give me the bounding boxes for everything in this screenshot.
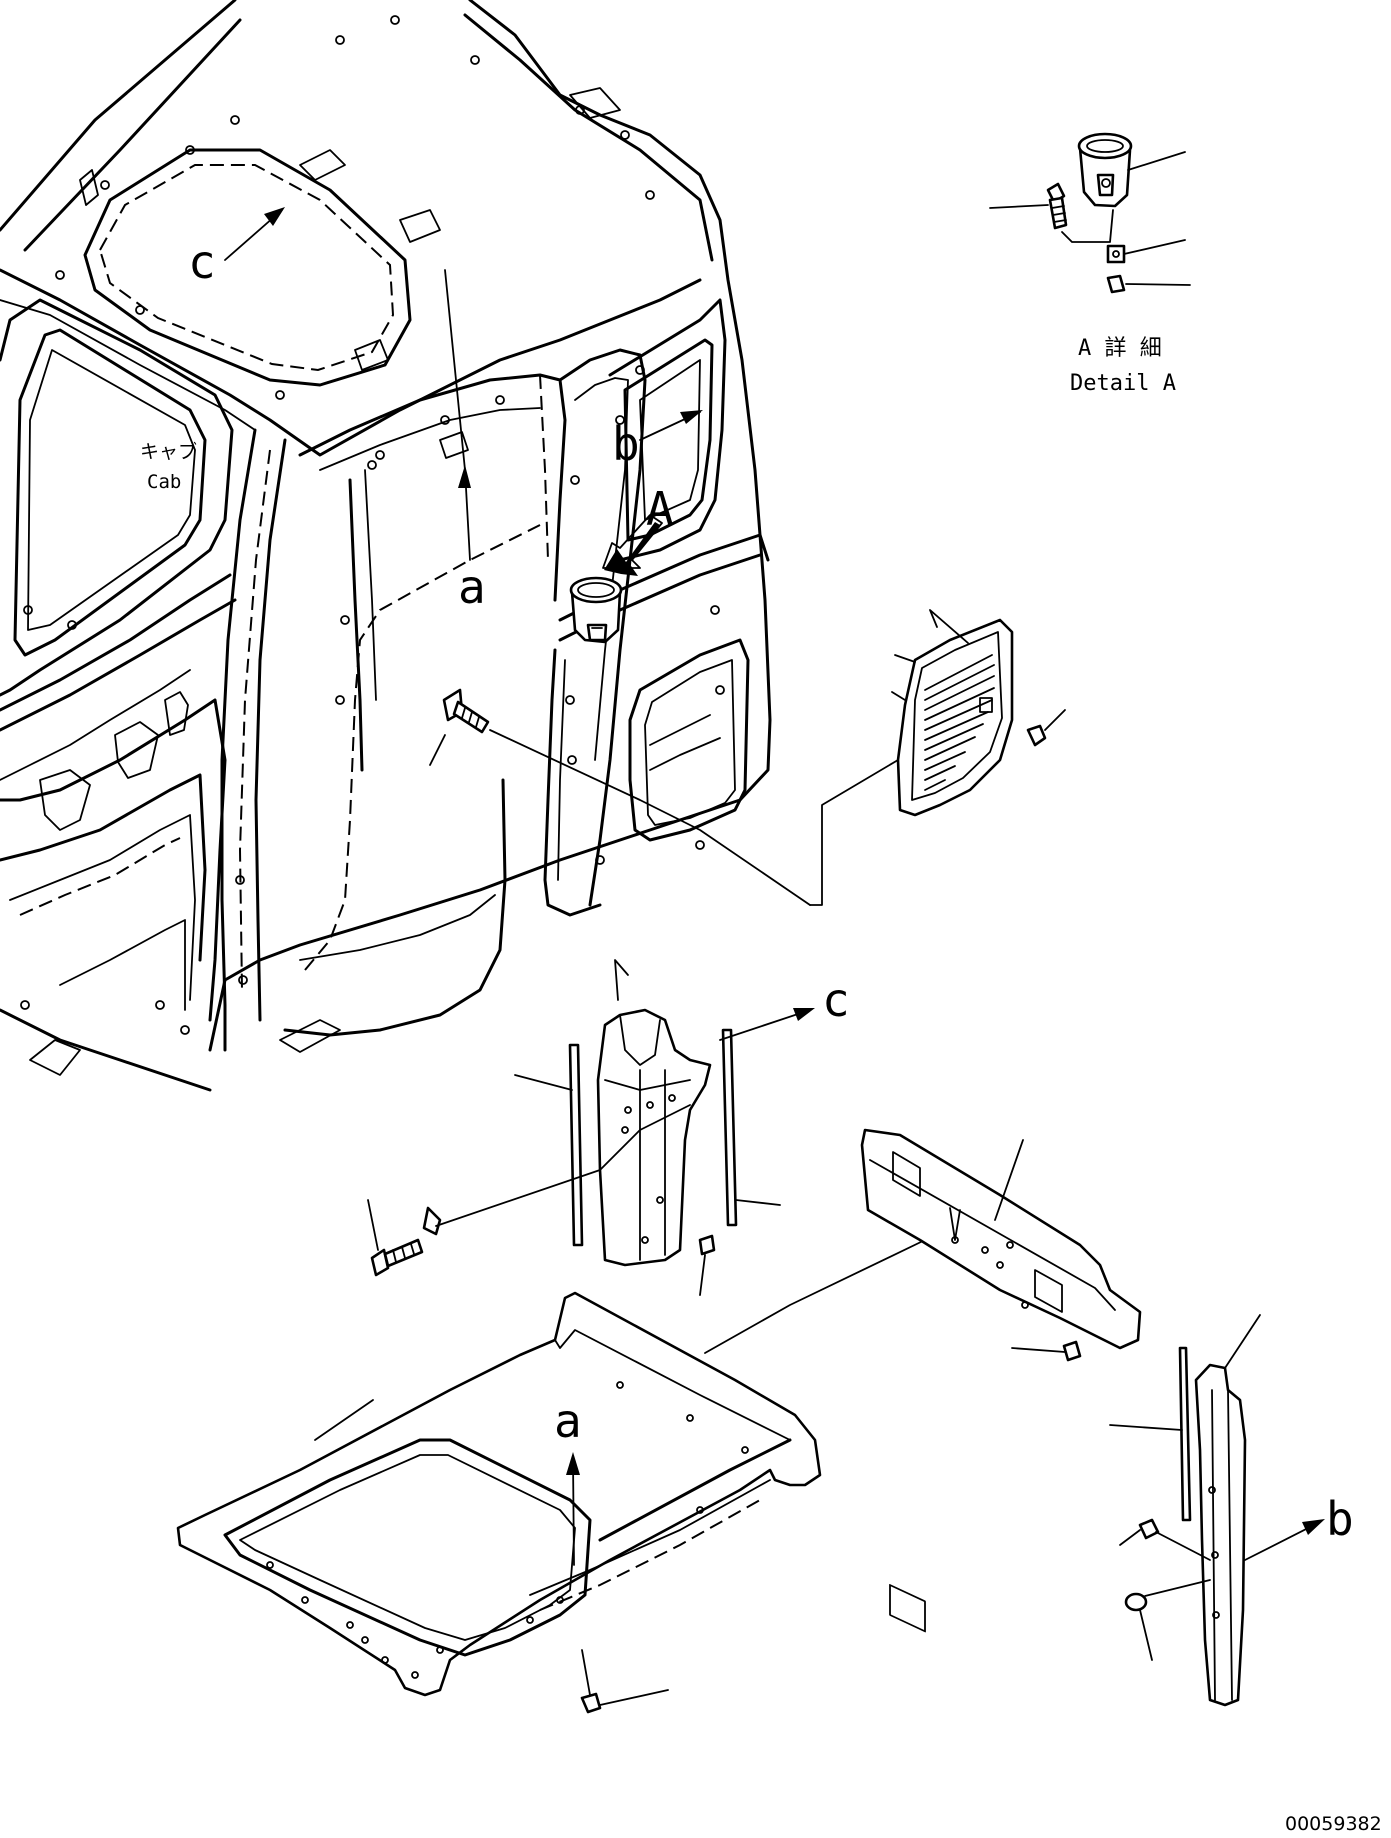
ref-label-c-bottom: c: [822, 973, 850, 1027]
ref-label-c-top: c: [188, 235, 216, 289]
document-number: 00059382: [1285, 1813, 1382, 1835]
center-column: [367, 959, 815, 1296]
cab-bolt: [429, 688, 811, 906]
ref-line-b-top: [639, 410, 703, 441]
detail-title-en: Detail A: [1070, 371, 1176, 396]
ref-label-b-bottom: b: [1326, 1492, 1354, 1546]
ref-label-b-top: b: [612, 417, 640, 471]
floor-panel: [176, 1239, 926, 1714]
ref-line-a-top: [444, 269, 471, 561]
ref-label-A: A: [646, 482, 674, 536]
cab-body: [0, 0, 772, 1092]
cab-label-jp: キャブ: [140, 440, 197, 463]
ref-label-a-top: a: [458, 560, 486, 614]
cab-label-en: Cab: [147, 471, 181, 493]
detail-title-jp: A 詳 細: [1078, 336, 1162, 361]
speaker-grille: [809, 609, 1066, 906]
detail-a: A 詳 細 Detail A: [989, 132, 1191, 396]
cup-holder: [569, 576, 623, 644]
side-panel: [860, 1128, 1142, 1633]
view-arrow-A: [602, 514, 663, 576]
pillar-cover: [1109, 1314, 1325, 1707]
ref-line-c-top: [224, 207, 285, 261]
ref-label-a-bottom: a: [554, 1394, 582, 1448]
